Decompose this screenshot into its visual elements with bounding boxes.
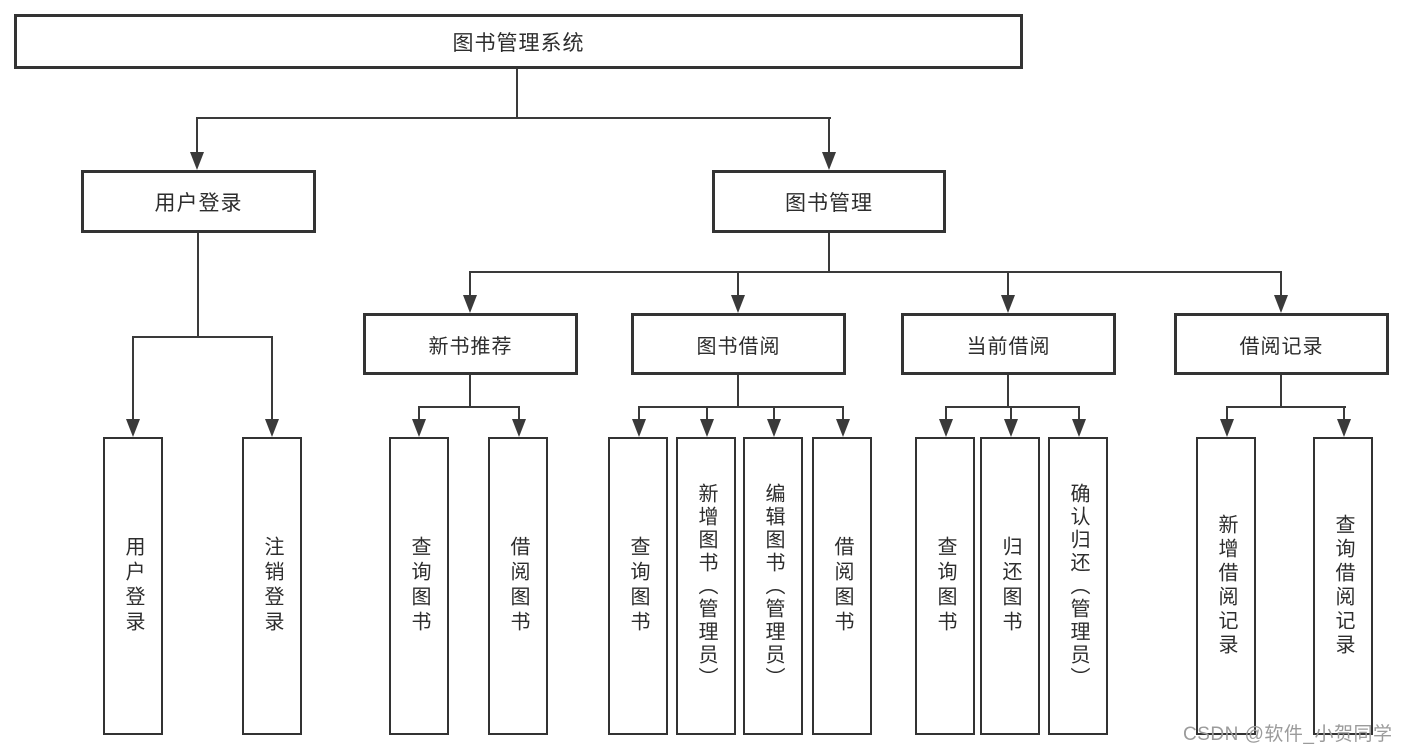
arrowhead-bb-query — [632, 419, 646, 437]
connector-drop-bb-query — [638, 406, 640, 419]
leaf-logout: 注销登录 — [242, 437, 302, 735]
node-book-borrow: 图书借阅 — [631, 313, 846, 375]
connector-drop-br-query — [1343, 406, 1345, 419]
connector-nbr-rail — [419, 406, 520, 408]
leaf-bb-query-books: 查询图书 — [608, 437, 668, 735]
leaf-bb-edit-books: 编辑图书（管理员） — [743, 437, 803, 735]
connector-user-stem — [197, 233, 199, 337]
leaf-logout-label: 注销登录 — [261, 536, 283, 636]
connector-drop-br-add — [1226, 406, 1228, 419]
leaf-nbr-borrow-books: 借阅图书 — [488, 437, 548, 735]
node-borrow-records-label: 借阅记录 — [1239, 335, 1324, 358]
leaf-cb-query-books: 查询图书 — [915, 437, 975, 735]
node-book-borrow-label: 图书借阅 — [696, 335, 781, 358]
arrowhead-nbr-borrow — [512, 419, 526, 437]
node-current-borrow: 当前借阅 — [901, 313, 1116, 375]
leaf-user-login: 用户登录 — [103, 437, 163, 735]
connector-drop-bb-borrow — [842, 406, 844, 419]
connector-nbr-stem — [469, 375, 471, 407]
leaf-nbr-query-books-label: 查询图书 — [408, 536, 430, 636]
leaf-cb-confirm-return: 确认归还（管理员） — [1048, 437, 1108, 735]
arrowhead-bb-borrow — [836, 419, 850, 437]
connector-drop-current-borrow — [1007, 271, 1009, 295]
connector-user-rail — [133, 336, 273, 338]
leaf-nbr-borrow-books-label: 借阅图书 — [507, 536, 529, 636]
connector-bb-rail — [639, 406, 844, 408]
connector-drop-leaf-login — [132, 336, 134, 419]
arrowhead-nbr-query — [412, 419, 426, 437]
leaf-bb-borrow-books: 借阅图书 — [812, 437, 872, 735]
connector-drop-borrow-records — [1280, 271, 1282, 295]
connector-drop-leaf-logout — [271, 336, 273, 419]
node-root-label: 图书管理系统 — [452, 31, 585, 55]
node-book-mgmt-branch: 图书管理 — [712, 170, 946, 233]
node-borrow-records: 借阅记录 — [1174, 313, 1389, 375]
connector-root-stem — [516, 69, 518, 118]
connector-drop-nbr-query — [418, 406, 420, 419]
leaf-br-query-record: 查询借阅记录 — [1313, 437, 1373, 735]
arrowhead-br-query — [1337, 419, 1351, 437]
arrowhead-leaf-login — [126, 419, 140, 437]
connector-br-rail — [1226, 406, 1346, 408]
arrowhead-cb-return — [1004, 419, 1018, 437]
connector-drop-new-book — [469, 271, 471, 295]
node-book-mgmt-branch-label: 图书管理 — [785, 191, 873, 215]
arrowhead-user-login — [190, 152, 204, 170]
arrowhead-bb-add — [700, 419, 714, 437]
csdn-watermark: CSDN @软件_小贺同学 — [1183, 724, 1393, 745]
connector-drop-book-borrow — [737, 271, 739, 295]
arrowhead-book-borrow — [731, 295, 745, 313]
connector-bb-stem — [737, 375, 739, 407]
leaf-bb-query-books-label: 查询图书 — [627, 536, 649, 636]
connector-mgmt-rail — [469, 271, 1282, 273]
node-user-login-branch-label: 用户登录 — [154, 191, 243, 215]
node-new-book-rec-label: 新书推荐 — [428, 335, 513, 358]
leaf-bb-add-books: 新增图书（管理员） — [676, 437, 736, 735]
leaf-cb-return-books: 归还图书 — [980, 437, 1040, 735]
arrowhead-new-book — [463, 295, 477, 313]
node-new-book-rec: 新书推荐 — [363, 313, 578, 375]
leaf-cb-confirm-return-label: 确认归还（管理员） — [1067, 482, 1089, 690]
node-user-login-branch: 用户登录 — [81, 170, 316, 233]
arrowhead-br-add — [1220, 419, 1234, 437]
leaf-user-login-label: 用户登录 — [122, 536, 144, 636]
arrowhead-borrow-records — [1274, 295, 1288, 313]
leaf-nbr-query-books: 查询图书 — [389, 437, 449, 735]
leaf-br-add-record: 新增借阅记录 — [1196, 437, 1256, 735]
connector-cb-rail — [946, 406, 1080, 408]
arrowhead-cb-query — [939, 419, 953, 437]
node-current-borrow-label: 当前借阅 — [966, 335, 1051, 358]
connector-drop-user-login — [196, 117, 198, 152]
leaf-br-query-record-label: 查询借阅记录 — [1332, 514, 1354, 658]
connector-mgmt-stem — [828, 233, 830, 271]
leaf-bb-edit-books-label: 编辑图书（管理员） — [762, 482, 784, 690]
leaf-br-add-record-label: 新增借阅记录 — [1215, 514, 1237, 658]
node-root: 图书管理系统 — [14, 14, 1023, 69]
connector-drop-book-mgmt — [828, 117, 830, 152]
connector-root-rail — [197, 117, 831, 119]
arrowhead-bb-edit — [767, 419, 781, 437]
leaf-bb-borrow-books-label: 借阅图书 — [831, 536, 853, 636]
connector-drop-bb-add — [706, 406, 708, 419]
connector-cb-stem — [1007, 375, 1009, 407]
arrowhead-leaf-logout — [265, 419, 279, 437]
connector-drop-nbr-borrow — [518, 406, 520, 419]
leaf-cb-return-books-label: 归还图书 — [999, 536, 1021, 636]
arrowhead-current-borrow — [1001, 295, 1015, 313]
leaf-bb-add-books-label: 新增图书（管理员） — [695, 482, 717, 690]
connector-br-stem — [1280, 375, 1282, 407]
arrowhead-cb-confirm — [1072, 419, 1086, 437]
connector-drop-cb-query — [945, 406, 947, 419]
arrowhead-book-mgmt — [822, 152, 836, 170]
connector-drop-bb-edit — [773, 406, 775, 419]
connector-drop-cb-return — [1010, 406, 1012, 419]
leaf-cb-query-books-label: 查询图书 — [934, 536, 956, 636]
connector-drop-cb-confirm — [1078, 406, 1080, 419]
